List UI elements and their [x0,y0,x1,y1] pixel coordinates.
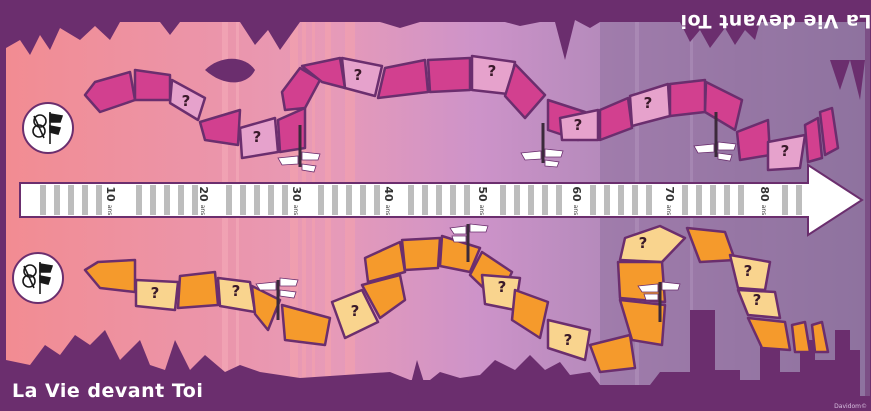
top-track-space [428,58,470,92]
top-track-space [670,80,705,116]
question-mark: ? [182,92,191,110]
question-mark: ? [232,282,241,300]
top-track-space [805,118,822,162]
top-track-space [135,70,170,100]
age-tick-unit: ans [106,205,113,216]
question-mark: ? [753,291,762,309]
age-tick-unit: ans [199,205,206,216]
question-mark: ? [354,66,363,84]
age-tick-value: 50 [476,186,489,202]
bottom-track-space [178,272,218,308]
start-top-circle [23,103,73,153]
question-mark: ? [498,278,507,296]
age-tick-unit: ans [760,205,767,216]
question-mark: ? [151,284,160,302]
artist-credit: Davidom© [834,403,867,410]
age-tick-unit: ans [292,205,299,216]
bottom-track-space [402,238,440,270]
question-mark: ? [488,62,497,80]
question-mark: ? [781,142,790,160]
question-mark: ? [253,128,262,146]
age-tick-unit: ans [572,205,579,216]
age-tick-unit: ans [384,205,391,216]
question-mark: ? [564,331,573,349]
question-mark: ? [574,116,583,134]
question-mark: ? [639,234,648,252]
start-bottom-circle [13,253,63,303]
age-tick-value: 80 [758,186,771,202]
question-mark: ? [351,302,360,320]
age-tick-value: 40 [382,186,395,202]
age-tick-value: 10 [104,186,117,202]
age-tick-value: 30 [290,186,303,202]
age-tick-value: 70 [663,186,676,202]
question-mark: ? [644,94,653,112]
age-tick-unit: ans [478,205,485,216]
question-mark: ? [744,262,753,280]
age-tick-value: 60 [570,186,583,202]
age-tick-unit: ans [665,205,672,216]
age-tick-value: 20 [197,186,210,202]
board-title-bottom: La Vie devant Toi [12,380,203,402]
board-title-top: La Vie devant Toi [680,10,871,32]
